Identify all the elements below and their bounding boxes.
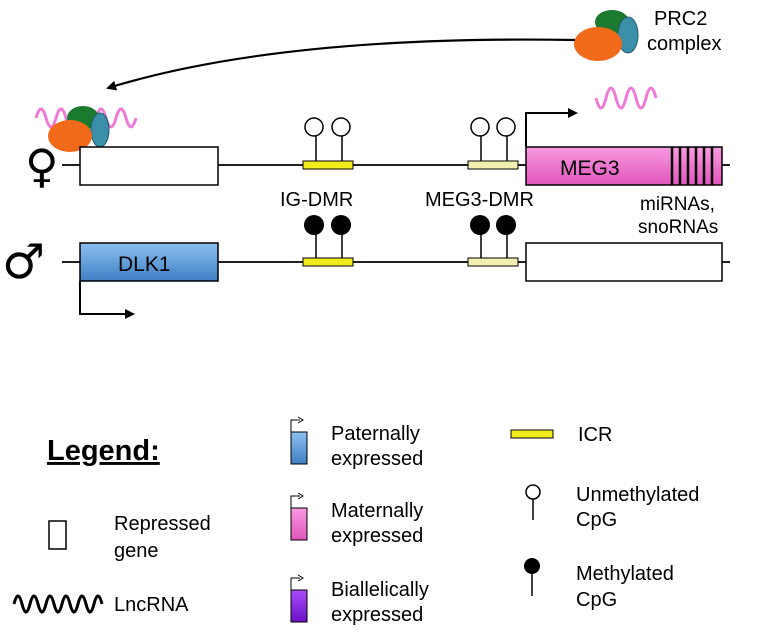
dlk1-label: DLK1 <box>118 253 171 276</box>
male-symbol-icon: ♂ <box>2 234 45 290</box>
legend-unmethylated-icon <box>525 484 541 520</box>
mirnas-label: miRNAs, <box>640 194 715 215</box>
legend-unmethylated-cpg-label: CpG <box>576 509 617 531</box>
ig-dmr-unmethylated <box>302 117 354 170</box>
recruitment-arrow <box>106 38 576 91</box>
legend-title: Legend: <box>47 435 160 467</box>
meg3-gene <box>525 146 723 186</box>
meg3-transcription-arrow <box>525 108 578 147</box>
legend-biallelic-icon <box>290 574 308 623</box>
dlk1-transcription-arrow <box>79 281 135 319</box>
legend-biallelic-expressed-label: expressed <box>331 604 423 626</box>
legend-methylated-cpg-label: CpG <box>576 589 617 611</box>
prc2-complex-icon <box>574 10 639 61</box>
repressed-dlk1-box <box>79 146 219 186</box>
legend-paternal-icon <box>290 416 308 465</box>
meg3-dmr-methylated <box>467 215 519 267</box>
legend-paternal-label: Paternally <box>331 423 420 445</box>
ig-dmr-label: IG-DMR <box>280 189 353 211</box>
legend-icr-icon <box>510 429 554 439</box>
ig-dmr-methylated <box>302 215 354 267</box>
legend-lncrna-label: LncRNA <box>114 594 189 616</box>
meg3-dmr-unmethylated <box>467 117 519 170</box>
meg3-dmr-label: MEG3-DMR <box>425 189 534 211</box>
meg3-label: MEG3 <box>560 157 620 180</box>
prc2-label: PRC2 <box>654 8 707 30</box>
legend-unmethylated-label: Unmethylated <box>576 484 699 506</box>
dlk1-gene <box>79 242 219 282</box>
legend-biallelic-label: Biallelically <box>331 579 429 601</box>
legend-methylated-label: Methylated <box>576 563 674 585</box>
legend-repressed-icon <box>48 520 67 550</box>
lncrna-meg3-wave <box>594 86 658 110</box>
repressed-meg3-box <box>525 242 723 282</box>
snornas-label: snoRNAs <box>638 217 718 238</box>
legend-icr-label: ICR <box>578 424 612 446</box>
legend-methylated-icon <box>524 558 540 596</box>
legend-maternal-icon <box>290 492 308 541</box>
female-symbol-icon: ♀ <box>25 139 59 193</box>
legend-repressed-gene-label: gene <box>114 540 159 562</box>
legend-repressed-label: Repressed <box>114 513 211 535</box>
prc2-complex-label: complex <box>647 33 721 55</box>
legend-maternal-label: Maternally <box>331 500 423 522</box>
legend-maternal-expressed-label: expressed <box>331 525 423 547</box>
legend-lncrna-icon <box>12 594 104 614</box>
legend-paternal-expressed-label: expressed <box>331 448 423 470</box>
